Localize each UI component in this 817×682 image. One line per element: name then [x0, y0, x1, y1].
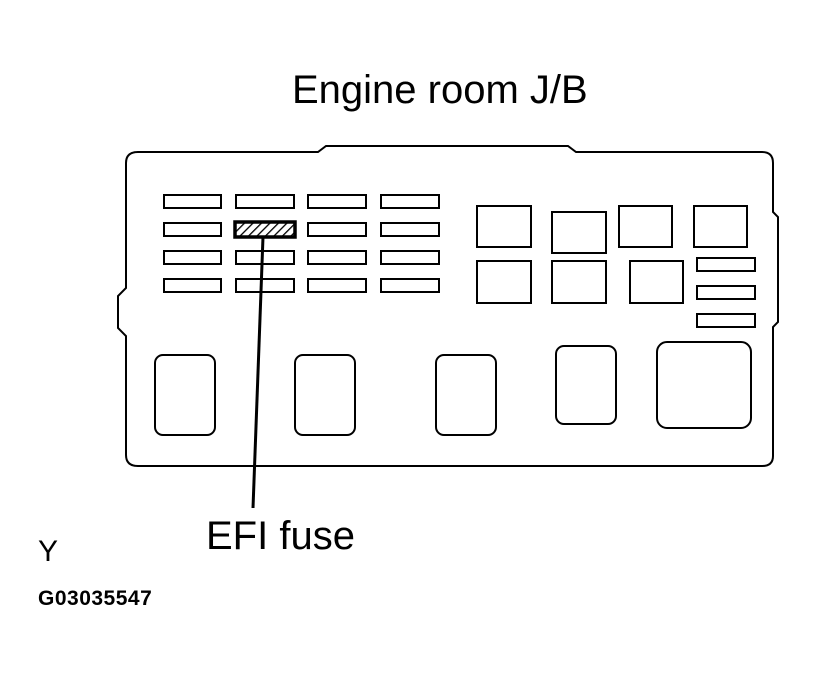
fuse-slot — [380, 222, 440, 237]
efi-fuse-callout-label: EFI fuse — [206, 514, 355, 558]
relay — [476, 260, 532, 304]
fuse-slot — [307, 278, 367, 293]
figure-id: G03035547 — [38, 587, 153, 610]
large-fuse-block — [154, 354, 216, 436]
relay — [618, 205, 673, 248]
fuse-slot — [380, 250, 440, 265]
large-fuse-block — [656, 341, 752, 429]
large-fuse-row — [154, 341, 752, 436]
relay-group — [476, 205, 748, 304]
relay — [629, 260, 684, 304]
fuse-slot — [380, 278, 440, 293]
fuse-slot — [307, 222, 367, 237]
fuse-slot — [163, 222, 222, 237]
large-fuse-block — [294, 354, 356, 436]
fuse-slot — [235, 278, 295, 293]
callout-leader-line — [251, 236, 265, 509]
fuse-slot — [696, 257, 756, 272]
fuse-slot — [307, 194, 367, 209]
diagram-title: Engine room J/B — [292, 68, 588, 112]
fuse-slot — [696, 285, 756, 300]
relay — [551, 211, 607, 254]
relay — [476, 205, 532, 248]
relay — [693, 205, 748, 248]
fuse-slot — [235, 250, 295, 265]
fuse-slot — [235, 194, 295, 209]
efi-fuse-highlight — [233, 220, 297, 239]
fuse-slot — [380, 194, 440, 209]
small-fuse-column — [696, 257, 756, 328]
large-fuse-block — [555, 345, 617, 425]
fuse-slot — [163, 250, 222, 265]
fuse-slot — [307, 250, 367, 265]
view-letter: Y — [38, 535, 59, 568]
relay — [551, 260, 607, 304]
fuse-slot — [696, 313, 756, 328]
fuse-grid — [163, 194, 440, 293]
fuse-slot — [163, 278, 222, 293]
fuse-slot — [163, 194, 222, 209]
large-fuse-block — [435, 354, 497, 436]
